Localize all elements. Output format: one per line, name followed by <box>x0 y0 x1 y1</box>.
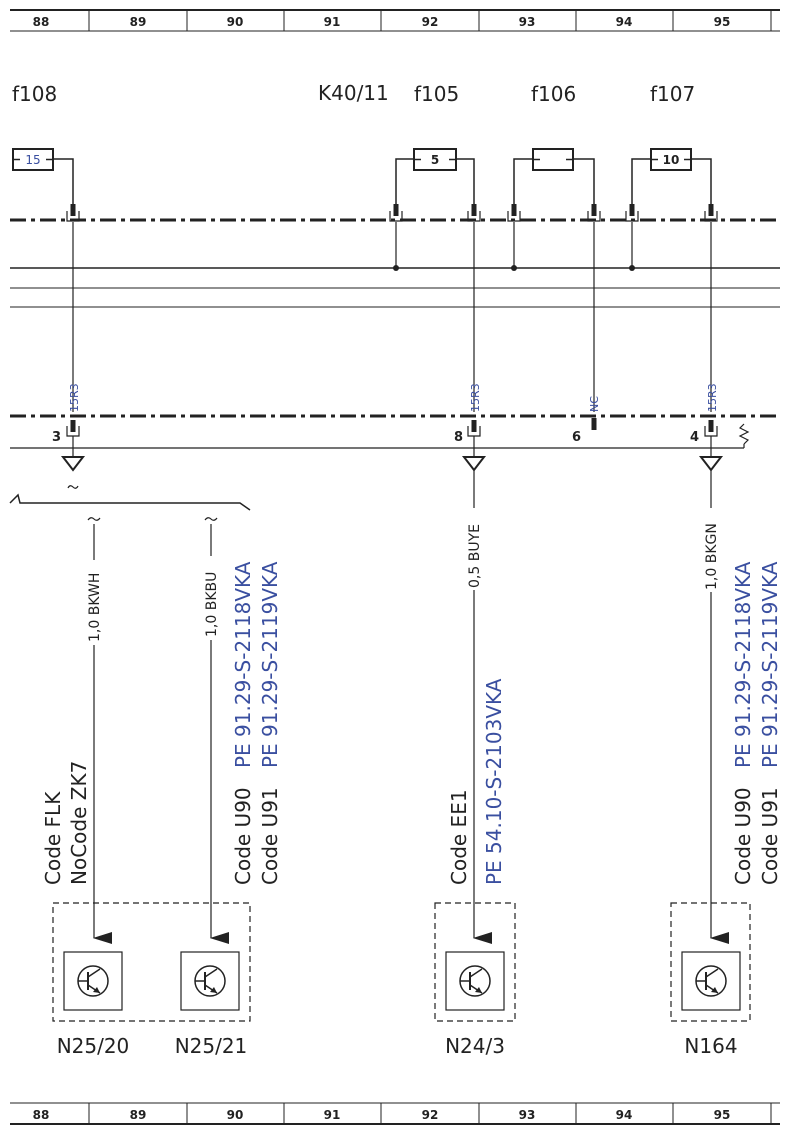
device-group-n24-3 <box>434 902 516 1022</box>
wire-3-label: 0,5 BUYE <box>467 524 483 588</box>
fuse-f106 <box>513 148 595 206</box>
code-u91-b: Code U91 <box>758 787 782 885</box>
bottom-grid-bar: 88 89 90 91 92 93 94 95 <box>10 1102 780 1125</box>
grid-col-95-bottom: 95 <box>714 1108 731 1122</box>
wire-1-label: 1,0 BKWH <box>87 573 103 642</box>
grid-col-88: 88 <box>33 15 50 29</box>
label-k40-11: K40/11 <box>318 81 389 105</box>
label-f107: f107 <box>650 82 695 106</box>
pe-2103vka: PE 54.10-S-2103VKA <box>482 678 506 885</box>
grid-col-95: 95 <box>714 15 731 29</box>
grid-col-93-bottom: 93 <box>519 1108 536 1122</box>
grid-col-93: 93 <box>519 15 536 29</box>
transistor-icon <box>194 965 226 997</box>
grid-col-92: 92 <box>422 15 439 29</box>
wire-2-label: 1,0 BKBU <box>204 572 220 637</box>
device-label-n164: N164 <box>684 1034 737 1058</box>
wire-4-label: 1,0 BKGN <box>704 523 720 590</box>
device-label-n24-3: N24/3 <box>445 1034 505 1058</box>
grid-col-92-bottom: 92 <box>422 1108 439 1122</box>
grid-col-89-bottom: 89 <box>130 1108 147 1122</box>
wire-tag-15r3-a: 15R3 <box>68 383 81 412</box>
grid-col-94-bottom: 94 <box>616 1108 633 1122</box>
pin-3: 3 <box>52 430 61 445</box>
top-grid-bar: 88 89 90 91 92 93 94 95 <box>10 9 780 32</box>
label-f105: f105 <box>414 82 459 106</box>
device-label-n25-21: N25/21 <box>175 1034 248 1058</box>
bus-lines <box>10 222 780 308</box>
code-u90-b: Code U90 <box>731 787 755 885</box>
group-brace <box>9 493 251 511</box>
fuse-f107-value: 10 <box>663 153 680 167</box>
transistor-icon <box>459 965 491 997</box>
pin-6: 6 <box>572 430 581 445</box>
pe-2119vka-b: PE 91.29-S-2119VKA <box>758 561 782 768</box>
through-wires <box>72 222 712 412</box>
device-label-n25-20: N25/20 <box>57 1034 130 1058</box>
transistor-icon <box>695 965 727 997</box>
pe-2118vka-b: PE 91.29-S-2118VKA <box>731 561 755 768</box>
fuse-f108-value: 15 <box>25 153 40 167</box>
connector-triangles <box>60 436 724 489</box>
fuse-f105-value: 5 <box>431 153 439 167</box>
code-u91-a: Code U91 <box>258 787 282 885</box>
wire-tag-15r3-b: 15R3 <box>469 383 482 412</box>
grid-col-91: 91 <box>324 15 341 29</box>
wire-tag-15r3-d: 15R3 <box>706 383 719 412</box>
grid-col-94: 94 <box>616 15 633 29</box>
transistor-icon <box>77 965 109 997</box>
wire-tag-nc: NC <box>588 396 601 412</box>
nocode-zk7: NoCode ZK7 <box>67 761 91 885</box>
pe-2119vka-a: PE 91.29-S-2119VKA <box>258 561 282 768</box>
label-f108: f108 <box>12 82 57 106</box>
lower-pins <box>66 418 750 445</box>
fuse-f108: 15 <box>12 148 74 206</box>
pin-4: 4 <box>690 430 699 445</box>
pin-8: 8 <box>454 430 463 445</box>
label-f106: f106 <box>531 82 576 106</box>
code-flk: Code FLK <box>41 791 65 885</box>
grid-col-90: 90 <box>227 15 244 29</box>
code-u90-a: Code U90 <box>231 787 255 885</box>
grid-col-91-bottom: 91 <box>324 1108 341 1122</box>
device-group-n164 <box>670 902 751 1022</box>
upper-pins <box>66 204 718 222</box>
device-group-n25 <box>52 902 251 1022</box>
grid-col-89: 89 <box>130 15 147 29</box>
fuse-f107: 10 <box>631 148 712 206</box>
fuse-f105: 5 <box>395 148 475 206</box>
grid-col-88-bottom: 88 <box>33 1108 50 1122</box>
code-ee1: Code EE1 <box>447 789 471 885</box>
pe-2118vka-a: PE 91.29-S-2118VKA <box>231 561 255 768</box>
grid-col-90-bottom: 90 <box>227 1108 244 1122</box>
